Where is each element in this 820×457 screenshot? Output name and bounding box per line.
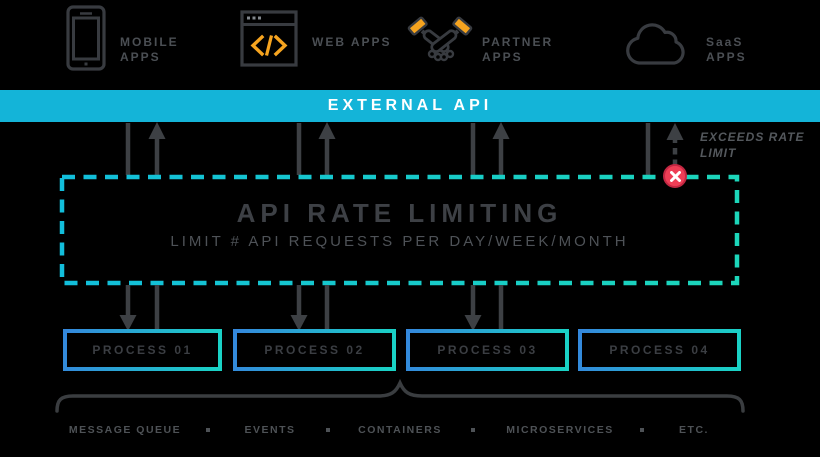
process-01-label: PROCESS 01 (92, 343, 193, 357)
process-02-label: PROCESS 02 (264, 343, 365, 357)
up-response-arrows (148, 122, 510, 177)
separator-dot (206, 428, 210, 432)
process-02-box: PROCESS 02 (233, 329, 396, 371)
separator-dot (640, 428, 644, 432)
backend-item-events: EVENTS (244, 424, 296, 436)
rate-limiter-title: API RATE LIMITING (236, 198, 563, 228)
mobile-apps-label: MOBILE APPS (120, 35, 179, 64)
separator-dot (326, 428, 330, 432)
cloud-icon (626, 23, 685, 65)
backend-item-microservices: MICROSERVICES (506, 424, 614, 436)
blocked-x-icon (663, 164, 687, 188)
backend-item-message-queue: MESSAGE QUEUE (68, 424, 182, 436)
down-request-lines (125, 123, 651, 175)
partner-apps-label: PARTNER APPS (482, 35, 554, 64)
blocked-response-arrow (666, 123, 684, 166)
rate-limiter-subtitle: LIMIT # API REQUESTS PER DAY/WEEK/MONTH (170, 233, 629, 250)
down-to-process-arrows (119, 285, 482, 331)
up-from-process-lines (154, 285, 504, 329)
backend-item-containers: CONTAINERS (358, 424, 442, 436)
process-03-label: PROCESS 03 (437, 343, 538, 357)
web-apps-label: WEB APPS (312, 35, 392, 49)
rate-limiter-dashed-border (59, 174, 740, 286)
handshake-icon (407, 16, 473, 62)
backend-item-etc: ETC. (679, 424, 709, 436)
external-api-banner-label: EXTERNAL API (327, 97, 493, 114)
smartphone-icon (66, 5, 106, 71)
process-01-box: PROCESS 01 (63, 329, 222, 371)
x-glyph (669, 170, 681, 182)
process-04-box: PROCESS 04 (578, 329, 741, 371)
external-api-banner: EXTERNAL API (0, 90, 820, 122)
browser-code-icon (240, 10, 298, 67)
exceeds-rate-limit-label: EXCEEDS RATE LIMIT (700, 130, 805, 160)
process-03-box: PROCESS 03 (406, 329, 569, 371)
separator-dot (471, 428, 475, 432)
process-04-label: PROCESS 04 (609, 343, 710, 357)
saas-apps-label: SaaS APPS (706, 35, 747, 64)
backend-brace (55, 378, 745, 413)
